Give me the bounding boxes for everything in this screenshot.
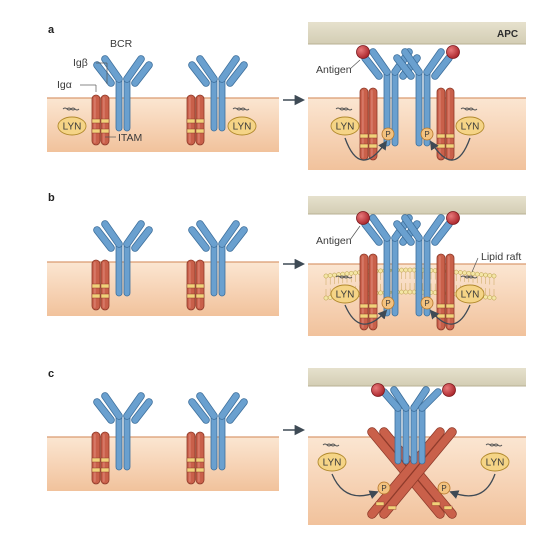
lyn-c-right-2: LYN	[480, 443, 510, 472]
antigen-c-left	[371, 383, 385, 397]
receptor-a-right-2-ig-beta	[445, 87, 455, 161]
lyn-c-right-1-label: LYN	[323, 458, 342, 469]
apc-surfaces	[308, 22, 526, 387]
membrane-b-left	[47, 262, 279, 316]
receptor-a-left-1-ig-beta	[100, 94, 110, 146]
antigen-c-right	[442, 383, 456, 397]
receptor-b-left-1-bcr	[93, 220, 153, 297]
membrane-c-left	[47, 437, 279, 491]
receptor-a-left-2-ig-alpha	[186, 94, 196, 146]
apc-bar-b	[308, 196, 526, 214]
phospho-c-1: P	[377, 481, 391, 495]
lyn-c-right-1: LYN	[317, 443, 347, 472]
antigen-b-right	[446, 211, 460, 225]
phospho-b-1: P	[381, 296, 395, 310]
phospho-a-2: P	[420, 127, 434, 141]
activation-arrow-b-2	[429, 304, 471, 325]
receptor-c-left-1-bcr	[93, 392, 153, 471]
lyn-kinases: LYN LYN LYN LYN P P LYN LYN P P LYN LYN P P	[57, 107, 510, 499]
antigen-b-left	[356, 211, 370, 225]
lyn-a-right-2: LYN	[455, 107, 485, 136]
ig-beta-label: Igβ	[73, 57, 88, 69]
ig-alpha-label: Igα	[57, 79, 72, 91]
lyn-b-right-2: LYN	[455, 275, 485, 304]
activation-arrow-a-2	[430, 137, 471, 161]
receptor-c-left-2-bcr	[188, 392, 248, 471]
lyn-b-right-1-label: LYN	[336, 290, 355, 301]
antigen-label-a: Antigen	[316, 64, 352, 76]
receptor-a-left-1-bcr	[93, 55, 153, 132]
receptor-b-right-2-bcr	[393, 214, 453, 317]
phospho-a-1-label: P	[385, 130, 390, 139]
activation-arrow-c-2	[449, 473, 496, 499]
phospho-a-2-label: P	[424, 130, 429, 139]
receptors	[91, 48, 457, 519]
lyn-a-right-2-label: LYN	[461, 122, 480, 133]
panel-a-letter: a	[48, 24, 55, 36]
activation-arrow-b-1	[344, 304, 388, 325]
phospho-a-1: P	[381, 127, 395, 141]
antigen-a-left	[356, 45, 370, 59]
receptor-c-left-2-ig-beta	[195, 431, 205, 485]
lipid-raft-label: Lipid raft	[481, 251, 521, 263]
receptor-b-left-2-ig-alpha	[186, 259, 196, 311]
activation-arrow-c-1	[331, 473, 379, 499]
apc-label: APC	[497, 29, 518, 40]
receptor-c-left-2-ig-alpha	[186, 431, 196, 485]
lyn-a-left-2-label: LYN	[233, 122, 252, 133]
receptor-c-right-cluster	[367, 386, 457, 519]
receptor-a-right-1-ig-beta	[368, 87, 378, 161]
panel-c-letter: c	[48, 368, 54, 380]
phospho-c-2: P	[437, 481, 451, 495]
lyn-a-right-1-label: LYN	[336, 122, 355, 133]
lyn-a-left-1: LYN	[57, 107, 87, 136]
phospho-b-1-label: P	[385, 299, 390, 308]
itam-label: ITAM	[118, 132, 142, 144]
antigen-a-right	[446, 45, 460, 59]
apc-bar-a	[308, 22, 526, 44]
receptor-a-right-2-bcr	[393, 48, 453, 147]
receptor-a-right-2-ig-alpha	[436, 87, 446, 161]
lyn-b-right-2-label: LYN	[461, 290, 480, 301]
receptor-b-left-1-ig-alpha	[91, 259, 101, 311]
phospho-c-1-label: P	[381, 484, 386, 493]
phospho-b-2: P	[420, 296, 434, 310]
lyn-a-left-1-label: LYN	[63, 122, 82, 133]
receptor-b-left-2-ig-beta	[195, 259, 205, 311]
phospho-b-2-label: P	[424, 299, 429, 308]
bcr-label: BCR	[110, 38, 133, 50]
receptor-a-right-1-ig-alpha	[359, 87, 369, 161]
antigen-label-b: Antigen	[316, 235, 352, 247]
lyn-b-right-1: LYN	[330, 275, 360, 304]
lyn-c-right-2-label: LYN	[486, 458, 505, 469]
receptor-b-left-1-ig-beta	[100, 259, 110, 311]
lyn-a-right-1: LYN	[330, 107, 360, 136]
panel-b-letter: b	[48, 192, 55, 204]
receptor-c-left-1-ig-alpha	[91, 431, 101, 485]
apc-bar-c	[308, 368, 526, 386]
receptor-b-right-1-ig-alpha	[359, 253, 369, 331]
receptor-b-right-1-ig-beta	[368, 253, 378, 331]
antigens	[356, 45, 460, 397]
activation-arrow-a-1	[344, 137, 388, 161]
transition-arrows	[283, 94, 306, 436]
receptor-a-left-2-ig-beta	[195, 94, 205, 146]
receptor-a-left-1-ig-alpha	[91, 94, 101, 146]
receptor-b-right-2-ig-beta	[445, 253, 455, 331]
receptor-b-left-2-bcr	[188, 220, 248, 297]
receptor-a-left-2-bcr	[188, 55, 248, 132]
lyn-a-left-2: LYN	[227, 107, 257, 136]
leader-lines	[80, 59, 479, 273]
receptor-c-left-1-ig-beta	[100, 431, 110, 485]
phospho-c-2-label: P	[441, 484, 446, 493]
